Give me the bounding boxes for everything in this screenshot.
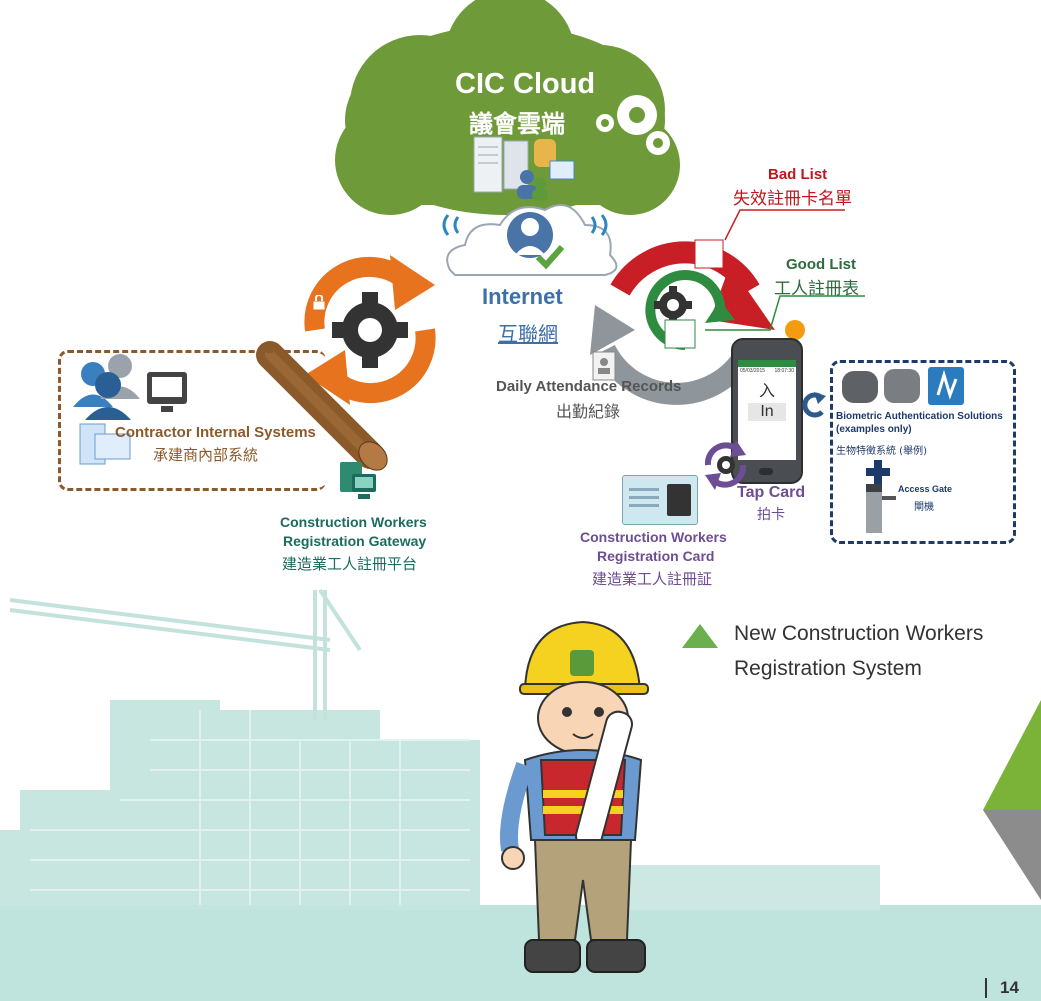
- legend-triangle-icon: [682, 624, 718, 648]
- biometric-devices-icon: [842, 367, 964, 405]
- contractor-title: Contractor Internal Systems: [115, 424, 316, 441]
- cloud-title: CIC Cloud: [455, 68, 596, 100]
- contractor-subtitle: 承建商內部系統: [153, 446, 259, 464]
- phone-date: 05/03/2015: [740, 368, 766, 374]
- gateway-subtitle: 建造業工人註冊平台: [282, 555, 418, 573]
- tap-card-cycle-icon: [704, 440, 747, 490]
- internet-subtitle: 互聯網: [498, 322, 558, 346]
- good-list-title: Good List: [786, 256, 856, 273]
- cic-cloud: [335, 0, 680, 215]
- server-database-icon: [473, 136, 575, 201]
- attendance-title: Daily Attendance Records: [496, 378, 682, 395]
- phone-in-en: In: [748, 403, 786, 421]
- cloud-subtitle: 議會雲端: [469, 110, 565, 138]
- contractor-box: [58, 350, 326, 491]
- biometric-line1: Biometric Authentication Solutions: [836, 411, 1003, 422]
- refresh-arrow-icon: [802, 392, 826, 418]
- reg-card-line1: Construction Workers: [580, 529, 727, 545]
- android-icon: [785, 320, 805, 340]
- gate-subtitle: 閘機: [914, 502, 934, 513]
- tap-card-subtitle: 拍卡: [757, 507, 785, 523]
- plus-icon: [866, 460, 890, 484]
- phone-time: 18:07:30: [774, 368, 794, 374]
- bad-list-subtitle: 失效註冊卡名單: [733, 189, 852, 209]
- sync-cycle: [304, 255, 436, 405]
- gateway-line1: Construction Workers: [280, 514, 427, 530]
- page-number-divider: [985, 978, 987, 998]
- attendance-subtitle: 出勤紀錄: [556, 402, 621, 421]
- phone-in-zh: 入: [758, 381, 775, 400]
- access-gate-icon: [866, 484, 896, 533]
- contractor-users-icon: [73, 354, 187, 465]
- biometric-subtitle: 生物特徵系統 (舉例): [836, 446, 927, 457]
- pipe-connector: [256, 341, 388, 471]
- legend-line2: Registration System: [734, 657, 922, 680]
- phone-device: 05/03/2015 18:07:30 入 In: [731, 338, 803, 484]
- gate-title: Access Gate: [898, 484, 953, 494]
- internet-cloud: [442, 204, 618, 276]
- gears-icon: [596, 95, 670, 155]
- tap-card-title: Tap Card: [737, 484, 806, 501]
- registration-card-image: [622, 475, 698, 525]
- legend-line1: New Construction Workers: [734, 622, 984, 645]
- good-list-subtitle: 工人註冊表: [774, 279, 859, 299]
- biometric-line2: (examples only): [836, 424, 912, 435]
- internet-title: Internet: [482, 284, 563, 309]
- phone-home-button: [759, 468, 773, 475]
- reg-card-subtitle: 建造業工人註冊証: [592, 570, 713, 588]
- phone-screen: 05/03/2015 18:07:30 入 In: [738, 360, 796, 460]
- lock-icon: [312, 295, 326, 311]
- reg-card-line2: Registration Card: [597, 548, 715, 564]
- attendance-document-icon: [592, 351, 616, 381]
- list-sync-cycle: [590, 239, 775, 405]
- gateway-computer-icon: [340, 462, 376, 499]
- worker-illustration: [500, 620, 649, 973]
- bad-list-leader-line: [724, 209, 845, 241]
- bad-list-title: Bad List: [768, 166, 828, 183]
- page-number: 14: [1000, 978, 1019, 997]
- biometric-box: [830, 360, 1016, 544]
- good-list-leader-line: [705, 295, 865, 331]
- gateway-line2: Registration Gateway: [283, 533, 427, 549]
